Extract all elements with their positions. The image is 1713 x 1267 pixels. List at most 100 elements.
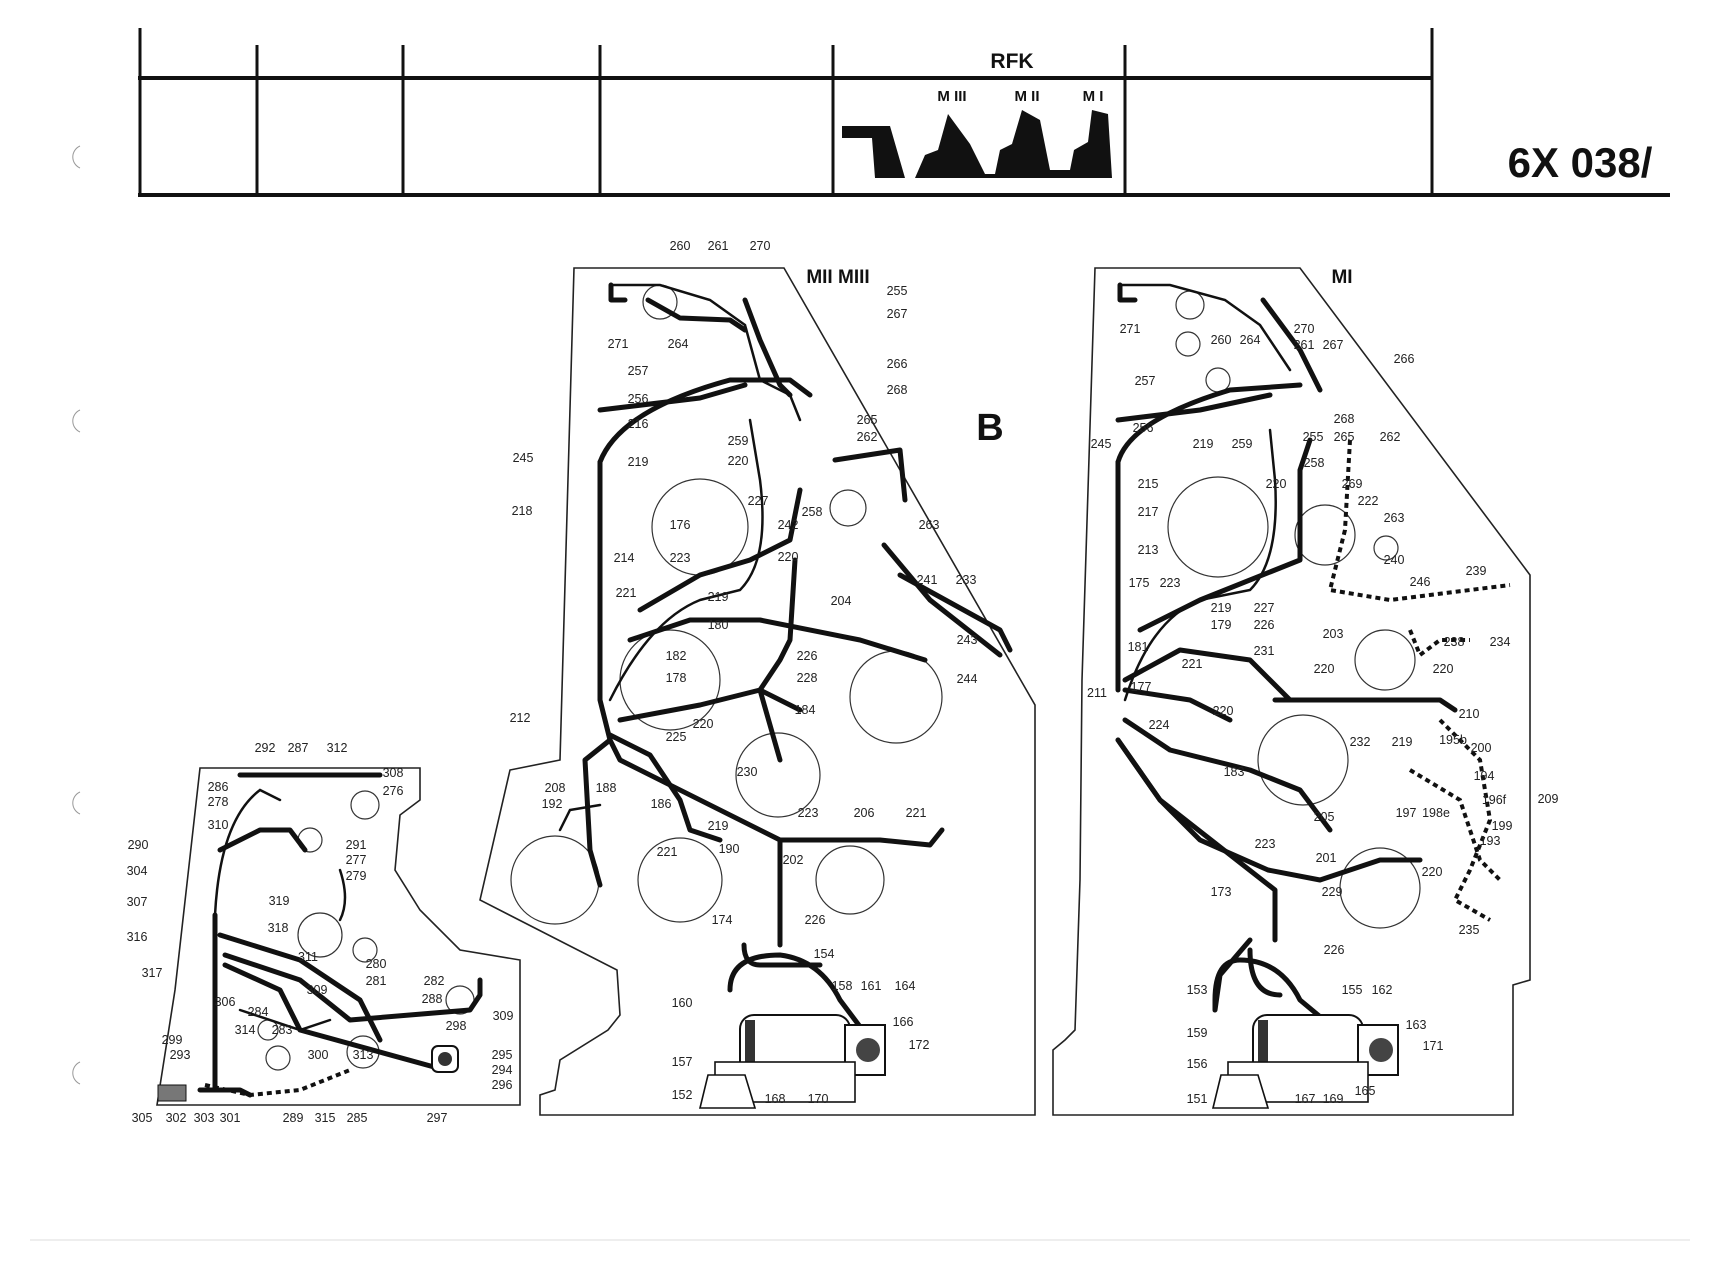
position-label-m3: M III [937, 88, 966, 105]
part-label: 169 [1323, 1092, 1344, 1106]
part-label: 220 [778, 550, 799, 564]
part-label: 306 [215, 995, 236, 1009]
part-label: 173 [1211, 885, 1232, 899]
part-label: 256 [628, 392, 649, 406]
position-label-m1: M I [1083, 88, 1104, 105]
part-label: 196f [1482, 793, 1507, 807]
part-label: 299 [162, 1033, 183, 1047]
part-label: 163 [1406, 1018, 1427, 1032]
part-label: 227 [748, 494, 769, 508]
part-label: 319 [269, 894, 290, 908]
part-label: 204 [831, 594, 852, 608]
part-label: 217 [1138, 505, 1159, 519]
part-label: 263 [919, 518, 940, 532]
part-label: 314 [235, 1023, 256, 1037]
part-label: 206 [854, 806, 875, 820]
section-letter: B [976, 407, 1003, 449]
part-label: 220 [1213, 704, 1234, 718]
part-label: 156 [1187, 1057, 1208, 1071]
machine-silhouette-icon [842, 110, 1112, 178]
part-label: 283 [272, 1023, 293, 1037]
part-label: 188 [596, 781, 617, 795]
part-label: 281 [366, 974, 387, 988]
part-label: 203 [1323, 627, 1344, 641]
part-label: 258 [1304, 456, 1325, 470]
part-label: 172 [909, 1038, 930, 1052]
part-label: 160 [672, 996, 693, 1010]
part-label: 303 [194, 1111, 215, 1125]
part-label: 178 [666, 671, 687, 685]
binder-holes [72, 145, 81, 1085]
part-label: 304 [127, 864, 148, 878]
part-label: 315 [315, 1111, 336, 1125]
part-label: 267 [887, 307, 908, 321]
part-label: 190 [719, 842, 740, 856]
part-label: 261 [708, 239, 729, 253]
part-label: 229 [1322, 885, 1343, 899]
part-label: 284 [248, 1005, 269, 1019]
part-label: 183 [1224, 765, 1245, 779]
part-label: 312 [327, 741, 348, 755]
part-label: 221 [1182, 657, 1203, 671]
part-label: 219 [708, 819, 729, 833]
part-label: 184 [795, 703, 816, 717]
part-label: 282 [424, 974, 445, 988]
part-label: 318 [268, 921, 289, 935]
part-label: 257 [1135, 374, 1156, 388]
document-number: 6X 038/ [1508, 139, 1653, 186]
part-label: 181 [1128, 640, 1149, 654]
part-label: 270 [1294, 322, 1315, 336]
part-labels: 271 260 264 270 261 267 266 257 256 245 … [1087, 322, 1558, 1106]
part-label: 164 [895, 979, 916, 993]
part-label: 174 [712, 913, 733, 927]
part-label: 307 [127, 895, 148, 909]
view-mii-miii: MII MIII [479, 239, 1036, 1116]
motor-icon [1211, 1014, 1399, 1109]
part-label: 268 [887, 383, 908, 397]
part-label: 167 [1295, 1092, 1316, 1106]
view-title: MII MIII [806, 267, 869, 288]
part-label: 268 [1334, 412, 1355, 426]
motor-icon [698, 1014, 886, 1109]
part-label: 294 [492, 1063, 513, 1077]
part-label: 182 [666, 649, 687, 663]
part-label: 295 [492, 1048, 513, 1062]
part-label: 220 [728, 454, 749, 468]
part-label: 271 [1120, 322, 1141, 336]
part-label: 175 [1129, 576, 1150, 590]
part-label: 260 [670, 239, 691, 253]
part-label: 245 [513, 451, 534, 465]
part-label: 270 [750, 239, 771, 253]
part-label: 158 [832, 979, 853, 993]
part-label: 230 [737, 765, 758, 779]
part-label: 317 [142, 966, 163, 980]
part-label: 216 [628, 417, 649, 431]
part-label: 223 [798, 806, 819, 820]
part-label: 242 [778, 518, 799, 532]
part-label: 289 [283, 1111, 304, 1125]
part-label: 220 [1422, 865, 1443, 879]
part-label: 197 [1396, 806, 1417, 820]
part-label: 208 [545, 781, 566, 795]
part-label: 261 [1294, 338, 1315, 352]
view-engine-bay: 292 287 312 308 286 276 278 310 290 291 … [127, 741, 521, 1125]
part-label: 278 [208, 795, 229, 809]
part-label: 296 [492, 1078, 513, 1092]
part-label: 201 [1316, 851, 1337, 865]
part-label: 180 [708, 618, 729, 632]
part-label: 155 [1342, 983, 1363, 997]
part-label: 225 [666, 730, 687, 744]
frame-outline [479, 267, 1036, 1116]
part-label: 263 [1384, 511, 1405, 525]
part-label: 308 [383, 766, 404, 780]
part-label: 157 [672, 1055, 693, 1069]
part-label: 309 [307, 983, 328, 997]
part-labels: 260 261 270 255 267 266 268 265 262 271 … [510, 239, 978, 1106]
part-label: 257 [628, 364, 649, 378]
part-label: 218 [512, 504, 533, 518]
part-label: 309 [493, 1009, 514, 1023]
part-label: 223 [1160, 576, 1181, 590]
part-label: 166 [893, 1015, 914, 1029]
part-label: 316 [127, 930, 148, 944]
part-label: 221 [616, 586, 637, 600]
